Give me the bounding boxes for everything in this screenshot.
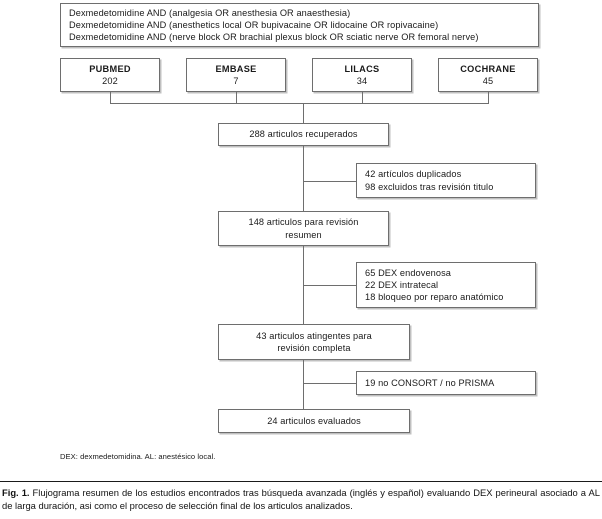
search-strategy-line-2: Dexmedetomidine AND (anesthetics local O… [69,19,439,30]
database-name: PUBMED [89,63,131,74]
exclusion-box-route-reasons: 65 DEX endovenosa 22 DEX intratecal 18 b… [356,262,536,308]
stage-label-line-1: 148 articulos para revisión [248,217,359,228]
database-box-lilacs: LILACS 34 [312,58,412,92]
database-count: 202 [102,76,118,86]
stage-box-evaluated: 24 articulos evaluados [218,409,410,433]
stage-label-line-1: 43 articulos atingentes para [256,330,372,341]
exclusion-line-3: 18 bloqueo por reparo anatómico [365,292,504,303]
stage-box-fulltext-review: 43 articulos atingentes para revisión co… [218,324,410,360]
exclusion-box-duplicates-title: 42 artículos duplicados 98 excluidos tra… [356,163,536,198]
database-name: EMBASE [215,63,257,74]
search-strategy-box: Dexmedetomidine AND (analgesia OR anesth… [60,3,539,47]
database-name: LILACS [344,63,380,74]
database-box-embase: EMBASE 7 [186,58,286,92]
stage-box-retrieved: 288 articulos recuperados [218,123,389,146]
exclusion-line-1: 42 artículos duplicados [365,169,462,180]
connector-branch-no-consort [303,383,356,384]
exclusion-line-2: 98 excluidos tras revisión titulo [365,181,494,192]
database-box-pubmed: PUBMED 202 [60,58,160,92]
exclusion-line-1: 19 no CONSORT / no PRISMA [365,377,495,388]
database-count: 34 [356,76,368,86]
exclusion-line-2: 22 DEX intratecal [365,279,439,290]
connector-merge-bus [110,103,489,104]
figure-caption: Fig. 1. Flujograma resumen de los estudi… [2,487,600,513]
connector-retrieved-to-abstract [303,146,304,211]
stage-label-line-2: revisión completa [277,343,351,353]
connector-cochrane-stub [488,92,489,103]
search-strategy-line-3: Dexmedetomidine AND (nerve block OR brac… [69,32,479,43]
stage-label-line-1: 24 articulos evaluados [267,415,361,426]
search-strategy-line-1: Dexmedetomidine AND (analgesia OR anesth… [69,7,351,18]
connector-pubmed-stub [110,92,111,103]
connector-branch-duplicates [303,181,356,182]
stage-label-line-1: 288 articulos recuperados [249,129,358,140]
stage-box-abstract-review: 148 articulos para revisión resumen [218,211,389,246]
connector-fulltext-to-evaluated [303,360,304,409]
figure-caption-text: Flujograma resumen de los estudios encon… [2,487,600,511]
database-count: 7 [233,76,239,86]
connector-lilacs-stub [362,92,363,103]
figure-caption-label: Fig. 1. [2,487,30,498]
database-count: 45 [482,76,494,86]
exclusion-line-1: 65 DEX endovenosa [365,267,451,278]
connector-embase-stub [236,92,237,103]
connector-bus-to-retrieved [303,103,304,123]
exclusion-box-no-consort-prisma: 19 no CONSORT / no PRISMA [356,371,536,395]
caption-divider [0,481,602,482]
connector-branch-route-reasons [303,285,356,286]
database-name: COCHRANE [460,63,516,74]
stage-label-line-2: resumen [285,229,322,240]
abbreviations-footnote: DEX: dexmedetomidina. AL: anestésico loc… [60,452,216,461]
database-box-cochrane: COCHRANE 45 [438,58,538,92]
